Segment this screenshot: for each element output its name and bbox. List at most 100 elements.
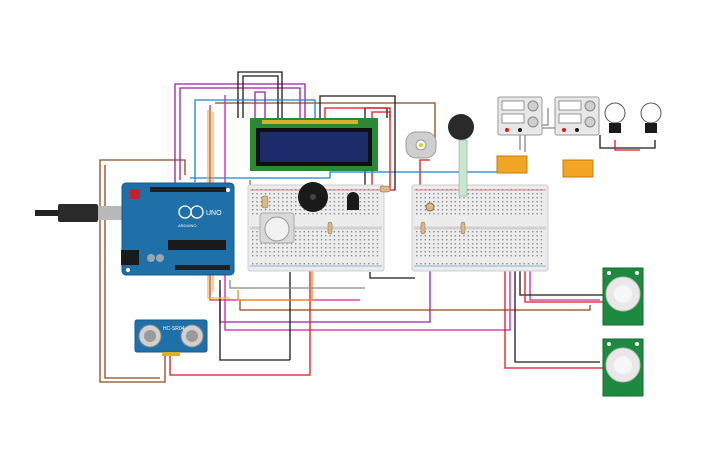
breadboard-hole [454,197,457,199]
breadboard-hole [428,239,431,241]
breadboard-hole [329,209,331,211]
breadboard-hole [510,231,512,233]
wire-magenta-3 [529,270,600,301]
breadboard-hole [441,209,444,211]
breadboard-hole [277,189,280,191]
breadboard-hole [307,213,310,215]
breadboard-hole [433,231,435,233]
breadboard-hole [497,263,500,265]
breadboard-hole [484,205,487,207]
breadboard-hole [303,235,305,237]
breadboard-hole [269,243,271,245]
breadboard-hole [282,189,284,191]
breadboard-hole [420,255,422,257]
breadboard-hole [256,235,258,237]
breadboard-hole [540,243,543,245]
breadboard-hole [260,243,262,245]
breadboard-hole [325,205,327,207]
breadboard-hole [290,201,293,203]
breadboard-hole [476,251,478,253]
breadboard-hole [307,255,310,257]
breadboard-hole [450,247,452,249]
breadboard-hole [260,247,262,249]
breadboard-hole [506,205,508,207]
breadboard-hole [252,263,254,265]
breadboard-hole [420,201,422,203]
breadboard-hole [316,213,318,215]
breadboard-hole [450,189,452,191]
breadboard-hole [277,205,280,207]
breadboard-hole [350,243,353,245]
breadboard-hole [459,197,461,199]
breadboard-hole [264,263,267,265]
breadboard-hole [256,231,258,233]
breadboard-hole [316,243,318,245]
breadboard-hole [459,201,461,203]
breadboard-hole [493,213,495,215]
breadboard-hole [476,247,478,249]
breadboard-hole [329,255,331,257]
breadboard-hole [484,209,487,211]
wire-black-9 [599,135,656,149]
breadboard-hole [260,189,262,191]
breadboard-hole [303,231,305,233]
breadboard-hole [342,263,344,265]
breadboard-hole [338,243,340,245]
breadboard-hole [325,239,327,241]
breadboard-hole [295,255,297,257]
breadboard-hole [286,193,288,195]
breadboard-hole [523,231,525,233]
breadboard-hole [540,239,543,241]
breadboard-hole [493,239,495,241]
breadboard-hole [476,201,478,203]
relay-2 [562,159,594,178]
breadboard-hole [252,251,254,253]
breadboard-hole [372,201,374,203]
breadboard-hole [269,251,271,253]
breadboard-hole [424,243,426,245]
pushbutton-cap [264,216,290,242]
breadboard-hole [368,231,370,233]
breadboard-hole [450,193,452,195]
breadboard-hole [467,251,469,253]
breadboard-hole [320,243,323,245]
breadboard-hole [372,251,374,253]
breadboard-hole [519,243,521,245]
breadboard-hole [532,189,534,191]
breadboard-hole [506,235,508,237]
breadboard-hole [510,251,512,253]
breadboard-hole [252,213,254,215]
breadboard-hole [480,263,482,265]
breadboard-hole [256,255,258,257]
breadboard-hole [342,201,344,203]
breadboard-hole [359,251,361,253]
breadboard-hole [446,235,448,237]
breadboard-hole [290,209,293,211]
breadboard-hole [359,235,361,237]
breadboard-hole [527,251,530,253]
breadboard-hole [532,193,534,195]
breadboard-hole [497,189,500,191]
breadboard-hole [338,235,340,237]
breadboard-hole [467,197,469,199]
breadboard-hole [372,247,374,249]
resistors-left [261,185,391,235]
breadboard-hole [484,213,487,215]
breadboard-hole [493,205,495,207]
breadboard-hole [295,193,297,195]
breadboard-hole [428,197,431,199]
breadboard-hole [497,255,500,257]
breadboard-hole [329,247,331,249]
breadboard-hole [540,263,543,265]
breadboard-hole [260,251,262,253]
breadboard-hole [489,263,491,265]
breadboard-hole [510,243,512,245]
breadboard-hole [514,189,517,191]
breadboard-hole [359,189,361,191]
breadboard-hole [320,213,323,215]
breadboard-hole [454,243,457,245]
breadboard-hole [333,197,336,199]
temperature-sensor [347,192,359,210]
usb-connector [98,206,128,220]
breadboard-hole [506,193,508,195]
